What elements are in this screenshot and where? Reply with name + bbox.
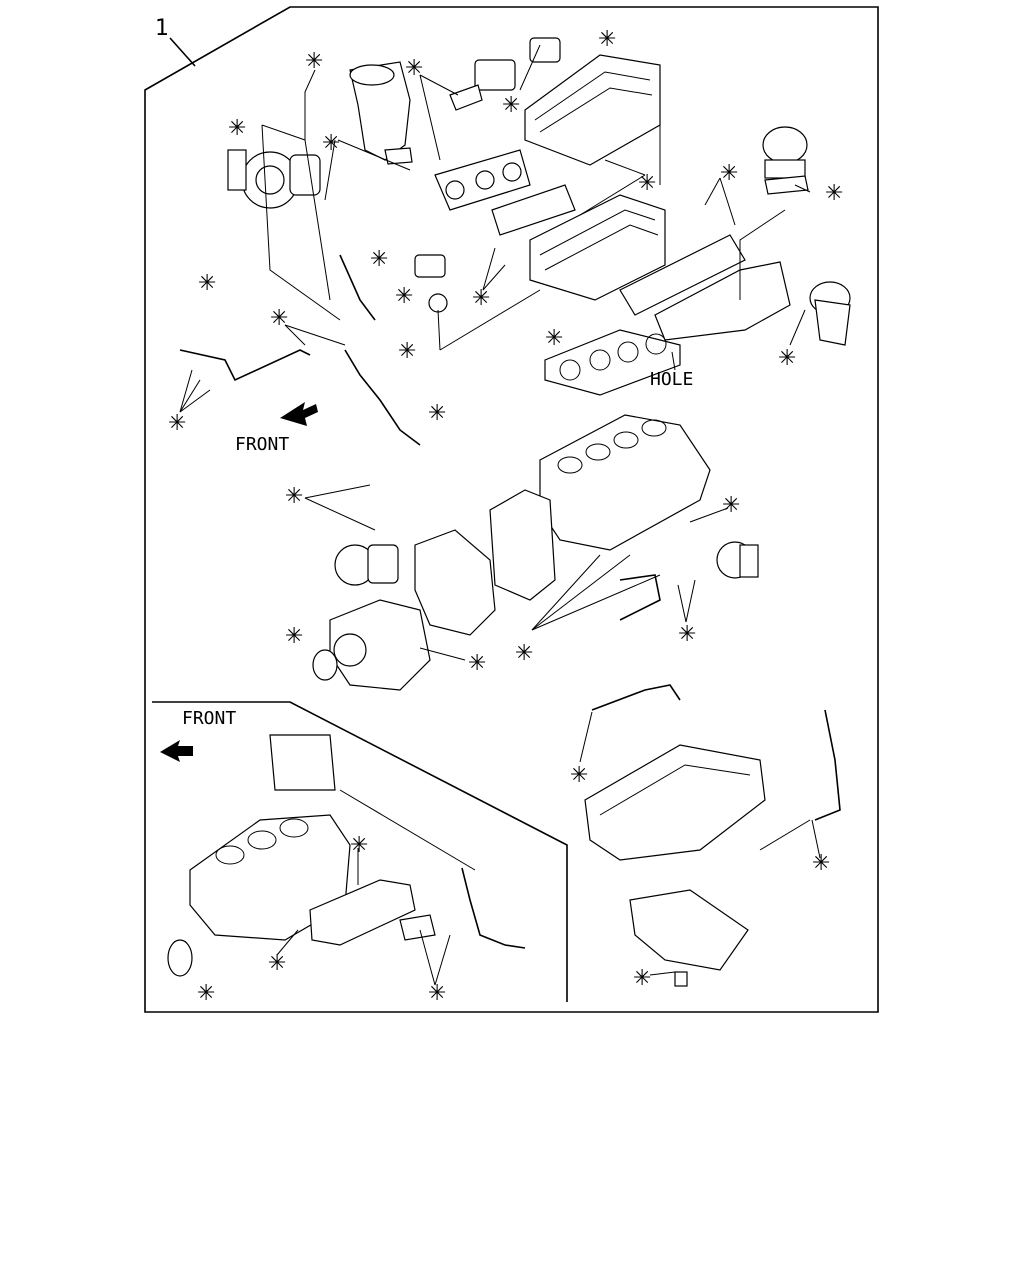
asterisk-marker-icon: ✳	[825, 181, 843, 206]
asterisk-marker-icon: ✳	[370, 247, 388, 272]
front-label-inset: FRONT	[182, 708, 236, 729]
catalytic-converter	[349, 61, 413, 165]
cylinder-head-gasket	[544, 329, 681, 396]
asterisk-marker-icon: ✳	[720, 161, 738, 186]
oil-pan-upper	[584, 744, 766, 861]
asterisk-marker-icon: ✳	[722, 493, 740, 518]
asterisk-marker-icon: ✳	[678, 622, 696, 647]
timing-case-gasket	[489, 489, 556, 601]
asterisk-marker-icon: ✳	[285, 624, 303, 649]
asterisk-marker-icon: ✳	[395, 284, 413, 309]
asterisk-marker-icon: ✳	[428, 401, 446, 426]
egr-cooler-pipe	[449, 37, 561, 111]
item-number: 1	[155, 16, 169, 41]
asterisk-marker-icon: ✳	[633, 966, 651, 991]
asterisk-marker-icon: ✳	[228, 116, 246, 141]
asterisk-marker-icon: ✳	[305, 49, 323, 74]
thermostat-housing	[414, 254, 448, 313]
cylinder-head	[529, 194, 666, 301]
asterisk-marker-icon: ✳	[428, 981, 446, 1006]
drain-plug	[674, 971, 688, 987]
asterisk-marker-icon: ✳	[168, 411, 186, 436]
exhaust-manifold	[434, 149, 531, 211]
throttle-body	[809, 281, 851, 346]
asterisk-marker-icon: ✳	[350, 833, 368, 858]
oil-level-gauge-tube	[591, 684, 841, 821]
inset-oil-seal	[167, 939, 193, 977]
oil-pan-lower	[629, 889, 749, 971]
oil-pump	[716, 541, 759, 579]
asterisk-marker-icon: ✳	[268, 951, 286, 976]
asterisk-marker-icon: ✳	[285, 484, 303, 509]
oil-feed-pipes	[179, 254, 421, 446]
hole-label: HOLE	[650, 369, 693, 390]
inset-frame	[152, 701, 568, 1002]
asterisk-marker-icon: ✳	[472, 286, 490, 311]
main-frame	[144, 6, 879, 1013]
front-arrow-inset	[160, 740, 193, 762]
inset-gasket	[269, 734, 336, 791]
asterisk-marker-icon: ✳	[405, 56, 423, 81]
front-cover	[312, 599, 431, 691]
timing-gear-case	[414, 529, 496, 636]
turbocharger	[227, 149, 321, 209]
asterisk-marker-icon: ✳	[638, 171, 656, 196]
asterisk-marker-icon: ✳	[197, 981, 215, 1006]
water-pump	[334, 544, 399, 586]
inset-water-pipe	[399, 867, 526, 949]
item-number-leader	[169, 37, 196, 67]
asterisk-marker-icon: ✳	[322, 131, 340, 156]
asterisk-marker-icon: ✳	[570, 763, 588, 788]
intake-manifold-gasket	[619, 234, 746, 316]
asterisk-marker-icon: ✳	[778, 346, 796, 371]
asterisk-marker-icon: ✳	[812, 851, 830, 876]
oil-cooler-pipe	[619, 574, 661, 621]
inset-intake-manifold	[309, 879, 416, 946]
cylinder-head-cover	[524, 54, 661, 166]
exhaust-manifold-gasket	[491, 184, 576, 236]
asterisk-marker-icon: ✳	[398, 339, 416, 364]
front-label-main: FRONT	[235, 434, 289, 455]
egr-valve	[762, 126, 809, 195]
leader-lines	[179, 44, 821, 986]
asterisk-marker-icon: ✳	[468, 651, 486, 676]
asterisk-marker-icon: ✳	[502, 93, 520, 118]
asterisk-markers: ✳ ✳ ✳ ✳ ✳ ✳ ✳ ✳ ✳ ✳ ✳ ✳ ✳ ✳ ✳ ✳ ✳ ✳ ✳ ✳ …	[168, 27, 843, 1006]
asterisk-marker-icon: ✳	[598, 27, 616, 52]
cylinder-block	[539, 414, 711, 551]
asterisk-marker-icon: ✳	[545, 326, 563, 351]
front-arrow-main	[280, 402, 318, 426]
asterisk-marker-icon: ✳	[270, 306, 288, 331]
asterisk-marker-icon: ✳	[515, 641, 533, 666]
asterisk-marker-icon: ✳	[198, 271, 216, 296]
